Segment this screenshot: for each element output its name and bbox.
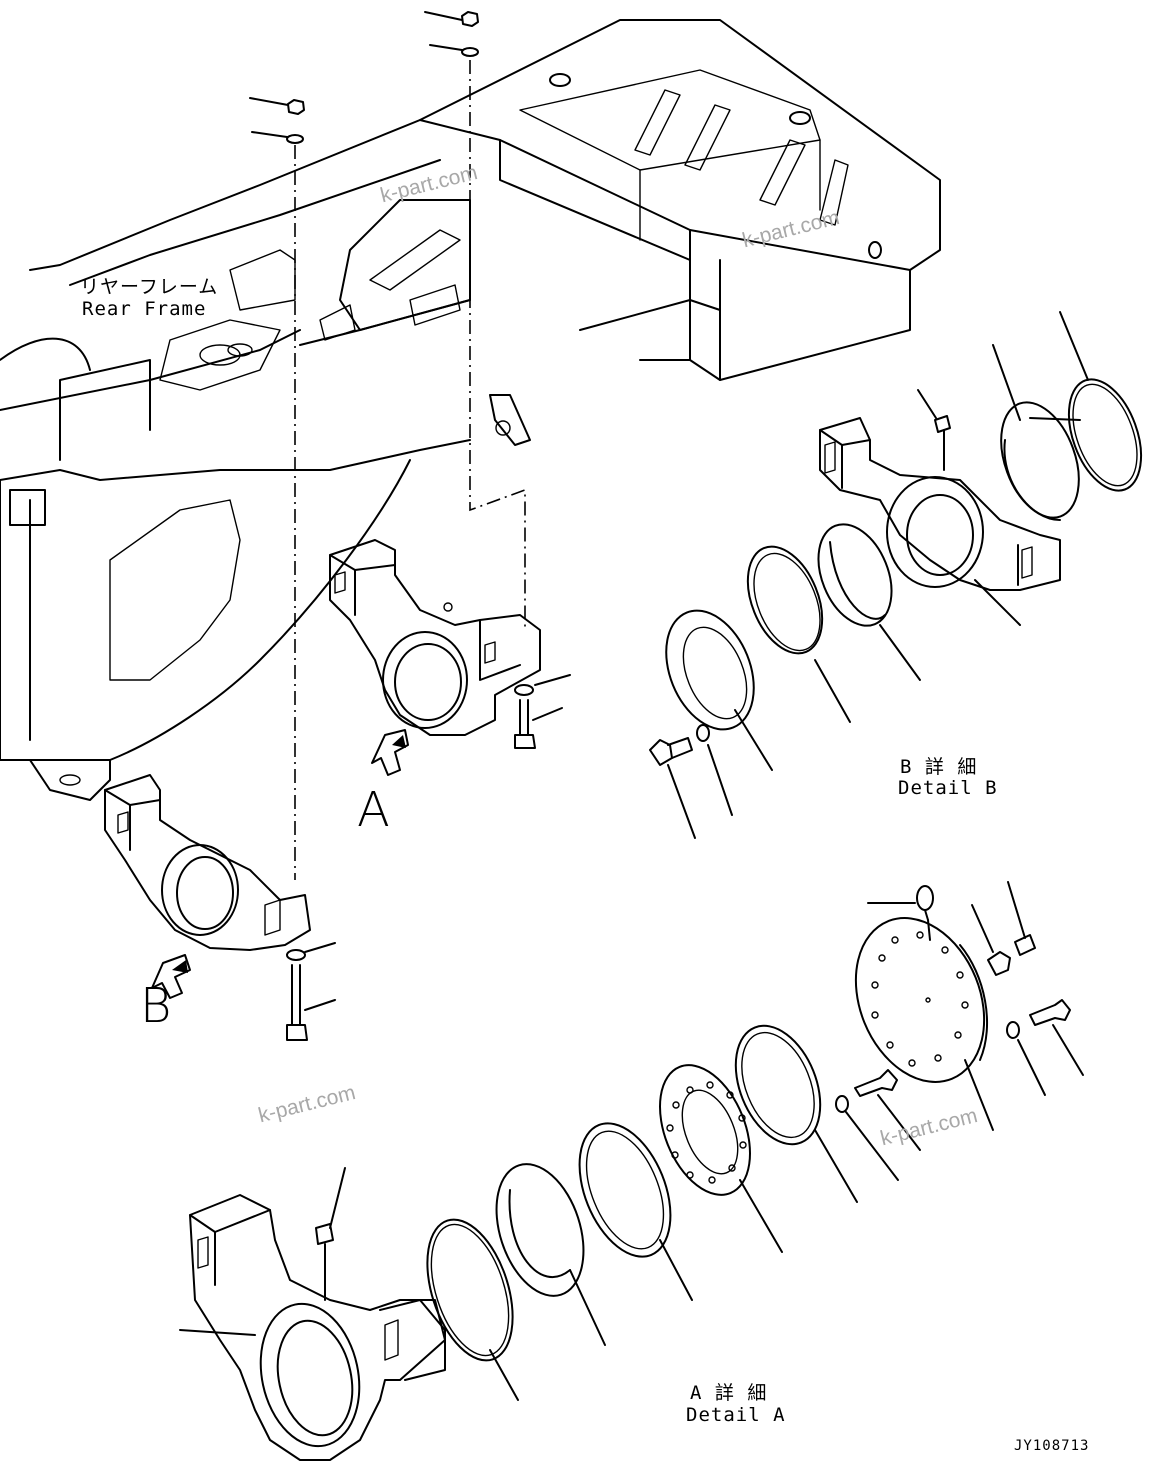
support-b-assembled [104, 774, 336, 1041]
centerlines [294, 60, 526, 880]
view-arrow-b [151, 954, 191, 999]
drawing-code: JY108713 [1014, 1438, 1090, 1454]
view-arrow-a [371, 729, 409, 776]
detail-b-parts [649, 311, 1143, 839]
cap-holes [871, 931, 969, 1067]
detail-b-label-en: Detail B [898, 777, 998, 799]
detail-a-label-en: Detail A [686, 1404, 786, 1426]
rear-frame-label-jp: リヤーフレーム [80, 276, 219, 298]
plate-holes [666, 1081, 747, 1184]
view-letter-a: A [357, 782, 390, 838]
rear-frame [0, 19, 941, 801]
detail-a-parts [179, 881, 1084, 1461]
top-fasteners [249, 11, 479, 144]
support-a-assembled [329, 539, 571, 749]
detail-b-label-jp: B 詳 細 [900, 756, 978, 778]
view-letter-b: B [140, 978, 172, 1034]
rear-frame-label-en: Rear Frame [82, 298, 207, 320]
detail-a-label-jp: A 詳 細 [690, 1382, 768, 1404]
